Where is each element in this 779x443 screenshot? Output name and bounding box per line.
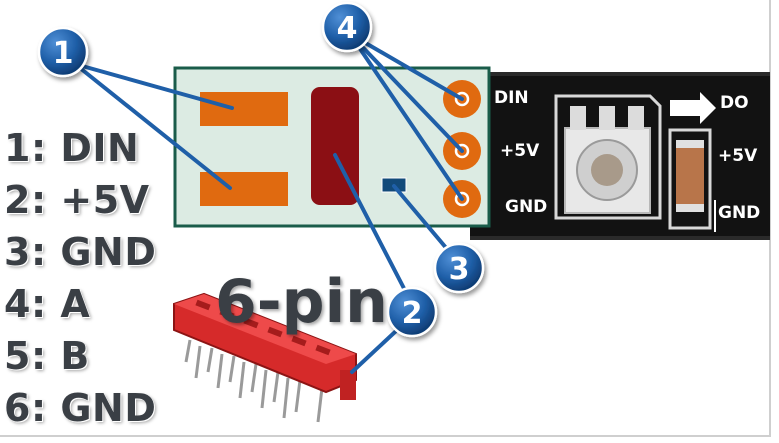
led-lead-3 bbox=[628, 106, 644, 130]
capacitor-end-bottom bbox=[676, 204, 704, 212]
callout-badge-1: 1 bbox=[37, 26, 89, 78]
pcb-board bbox=[173, 66, 491, 228]
connector-pins bbox=[184, 339, 324, 423]
callout-line-4b bbox=[348, 32, 464, 153]
strip-label-gnd-left: GND bbox=[505, 197, 547, 217]
six-pin-connector bbox=[173, 292, 357, 423]
pinout-list: 1: DIN 2: +5V 3: GND 4: A 5: B 6: GND bbox=[4, 122, 156, 434]
strip-pad-5v-hole bbox=[454, 143, 470, 159]
capacitor-outline bbox=[668, 128, 712, 230]
connector-latch bbox=[340, 370, 356, 400]
svg-text:3: 3 bbox=[449, 252, 470, 287]
strip-label-din: DIN bbox=[494, 88, 529, 108]
led-strip: DIN DO +5V +5V GND GND bbox=[470, 72, 770, 240]
capacitor-end-top bbox=[676, 140, 704, 148]
data-direction-arrow-icon bbox=[670, 92, 716, 124]
strip-edge-top bbox=[470, 72, 770, 76]
callout-badge-4: 4 bbox=[321, 1, 373, 53]
solder-pad-1 bbox=[200, 92, 288, 126]
strip-pad-gnd-hole bbox=[454, 191, 470, 207]
callout-line-2a bbox=[333, 153, 412, 302]
callout-line-1a bbox=[73, 62, 234, 110]
callout-line-4c bbox=[348, 32, 464, 201]
strip-label-gnd-right: GND bbox=[718, 203, 760, 223]
callout-lines bbox=[73, 32, 464, 374]
strip-label-5v-left: +5V bbox=[500, 141, 540, 161]
led-die bbox=[591, 154, 623, 186]
callout-badge-3: 3 bbox=[433, 242, 485, 294]
callout-line-4a bbox=[348, 32, 464, 101]
pin-2-label: 2: +5V bbox=[4, 178, 150, 222]
led-lead-2 bbox=[599, 106, 615, 130]
pin-5-label: 5: B bbox=[4, 334, 90, 378]
pin-4-label: 4: A bbox=[4, 282, 91, 326]
callout-line-1b bbox=[73, 62, 232, 190]
strip-label-5v-right: +5V bbox=[718, 146, 758, 166]
svg-text:4: 4 bbox=[337, 11, 358, 46]
strip-label-do: DO bbox=[720, 93, 749, 113]
callout-badge-2: 2 bbox=[386, 286, 438, 338]
connector-label: 6-pin bbox=[215, 267, 388, 337]
led-outline bbox=[554, 94, 662, 220]
pin-3-label: 3: GND bbox=[4, 230, 157, 274]
connector-slots bbox=[195, 299, 331, 356]
callout-badges: 1 4 3 2 bbox=[37, 1, 485, 338]
strip-pad-din-hole bbox=[454, 91, 470, 107]
svg-text:1: 1 bbox=[53, 36, 74, 71]
pin-6-label: 6: GND bbox=[4, 386, 157, 430]
strip-edge-bottom bbox=[470, 236, 770, 240]
connector-top-face bbox=[174, 294, 356, 364]
pin-1-label: 1: DIN bbox=[4, 126, 140, 170]
svg-text:2: 2 bbox=[402, 296, 423, 331]
capacitor-body bbox=[676, 146, 704, 206]
led-lead-1 bbox=[570, 106, 586, 130]
